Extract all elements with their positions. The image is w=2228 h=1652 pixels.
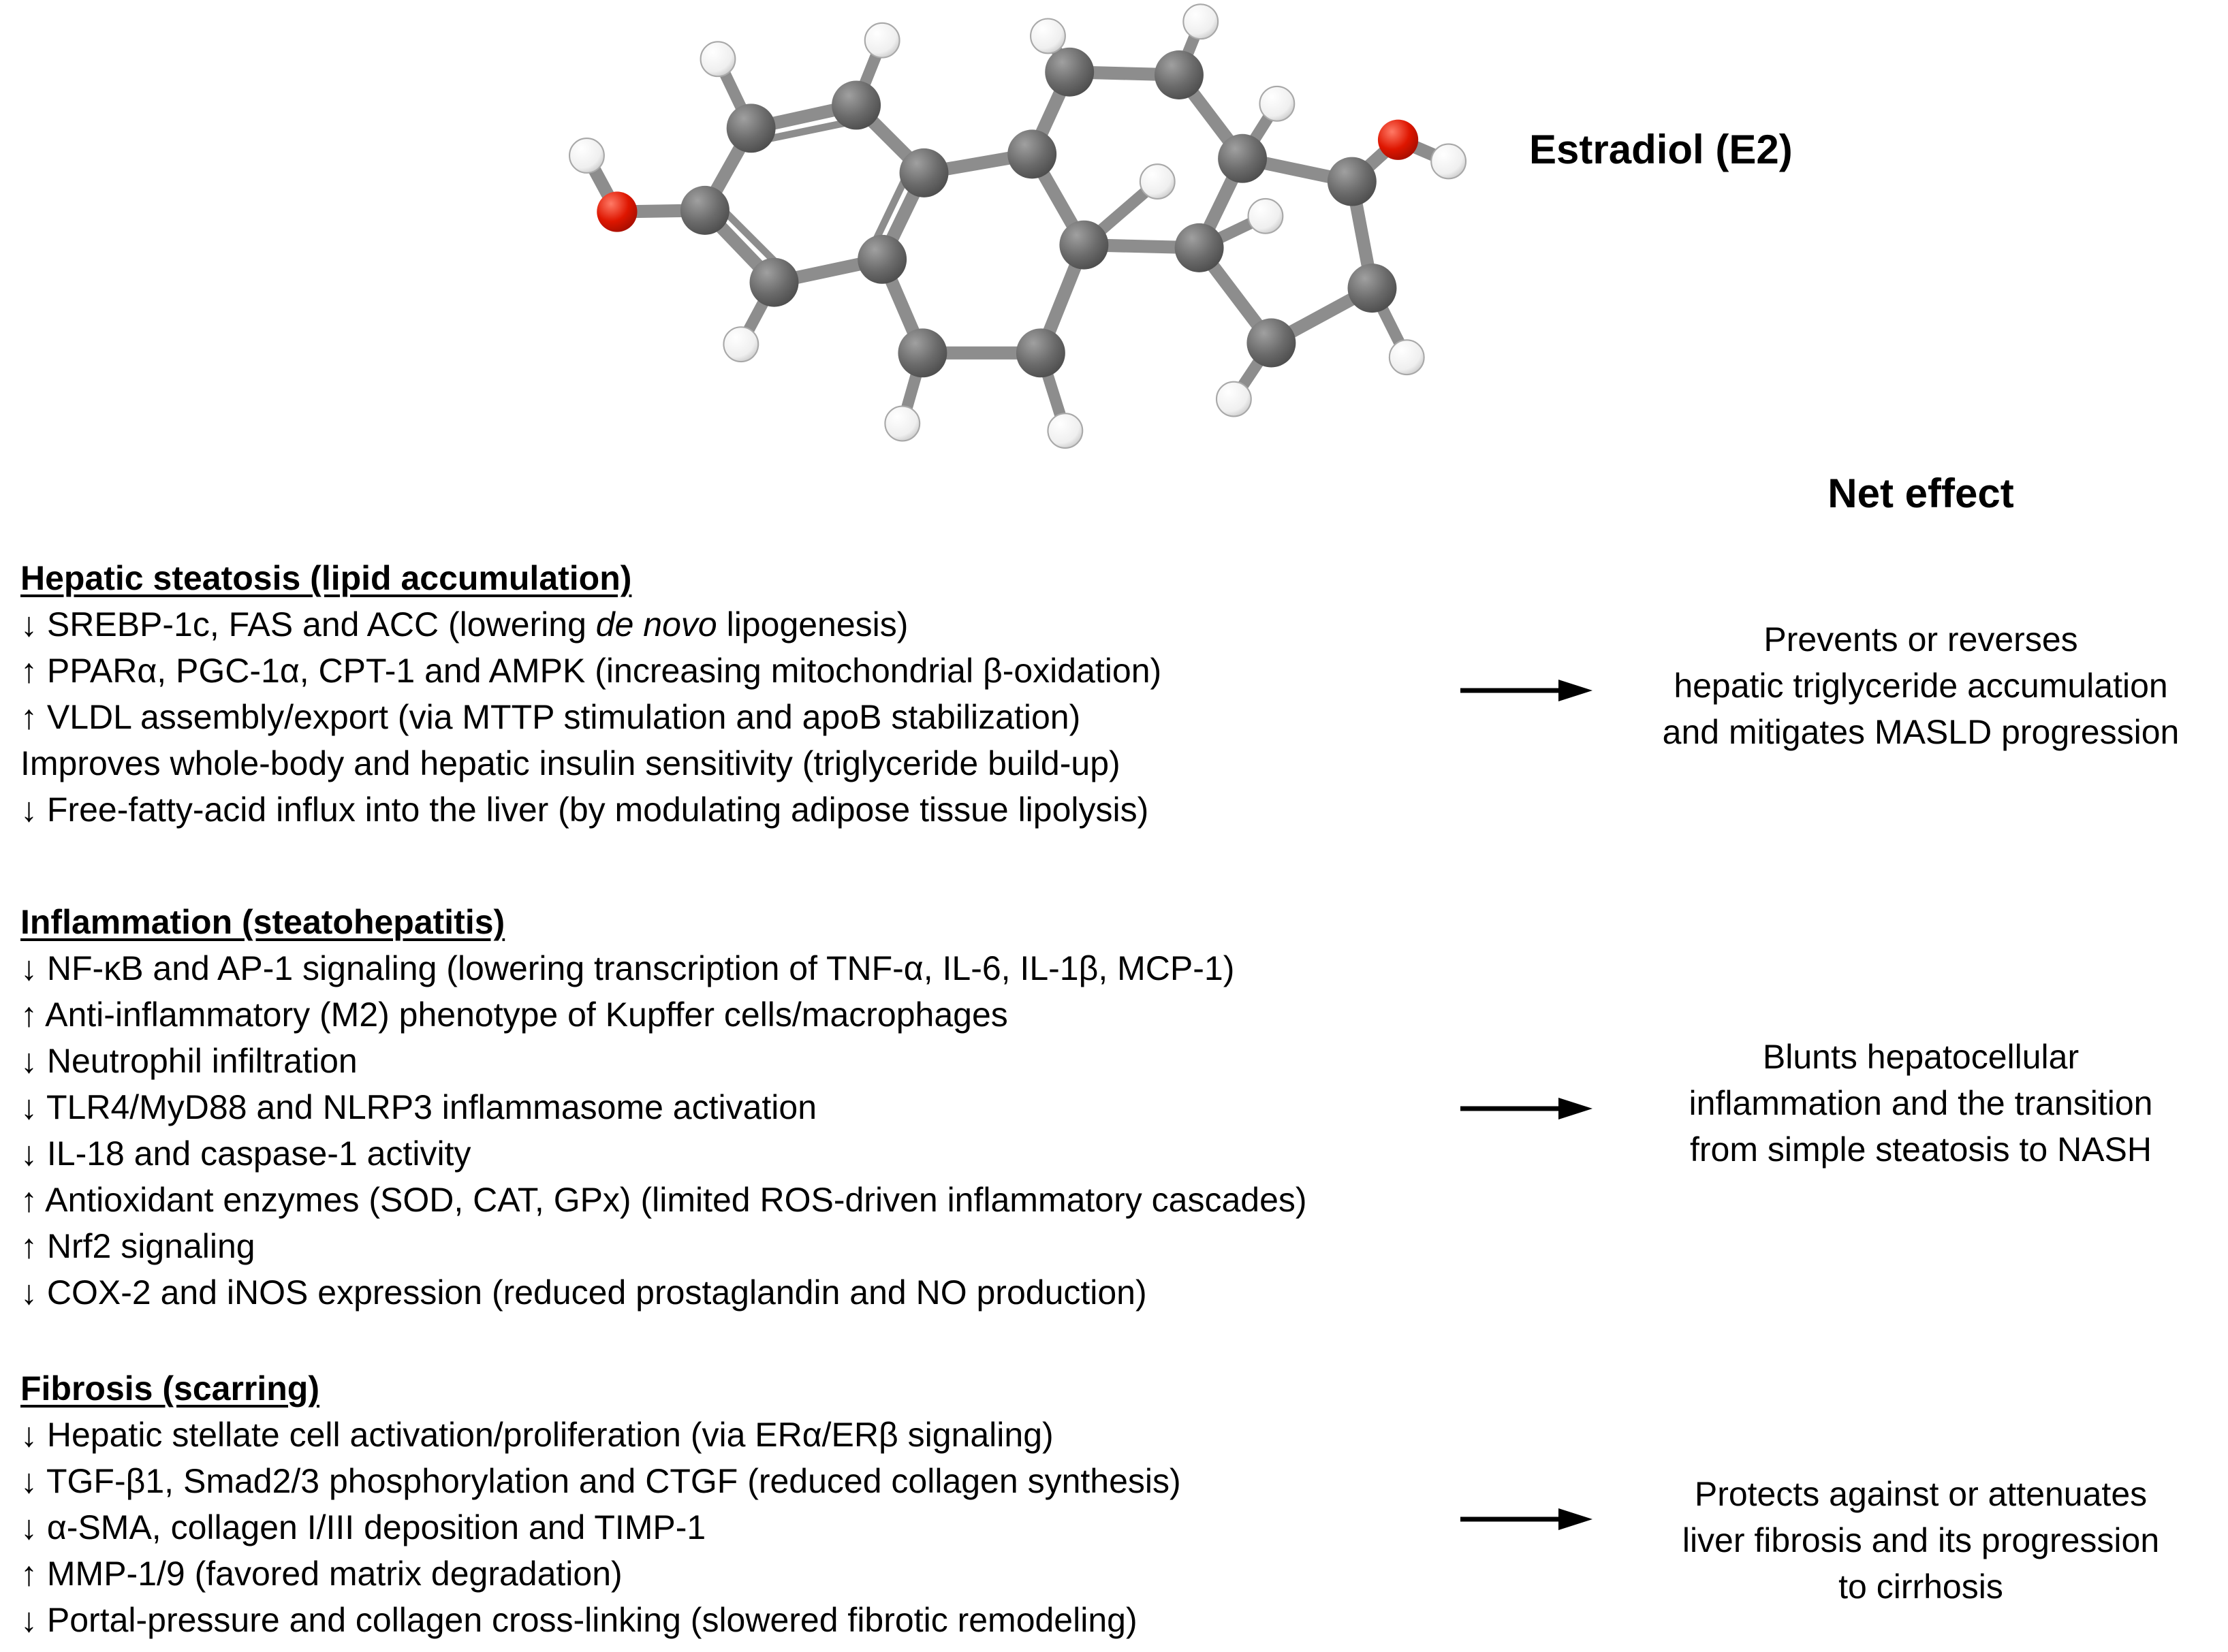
effect-line: ↓ Portal-pressure and collagen cross-lin… — [20, 1597, 1181, 1643]
effect-line: ↓ COX-2 and iNOS expression (reduced pro… — [20, 1269, 1307, 1316]
effect-line: ↓ SREBP-1c, FAS and ACC (lowering de nov… — [20, 601, 1161, 648]
net-effect-line: Blunts hepatocellular — [1762, 1038, 2080, 1076]
effect-line-text: ↑ PPARα, PGC-1α, CPT-1 and AMPK (increas… — [20, 652, 1162, 690]
section-hepatic-steatosis: Hepatic steatosis (lipid accumulation) ↓… — [20, 555, 1161, 833]
net-effect-steatosis: Prevents or reverses hepatic triglycerid… — [1614, 616, 2227, 755]
molecule-label: Estradiol (E2) — [1529, 127, 1793, 172]
effect-line: ↑ MMP-1/9 (favored matrix degradation) — [20, 1551, 1181, 1597]
effect-line-text: ↓ Free-fatty-acid influx into the liver … — [20, 791, 1149, 829]
estradiol-molecule — [569, 3, 1467, 449]
effect-line-text: ↓ SREBP-1c, FAS and ACC (lowering — [20, 605, 596, 644]
effect-line-text: ↑ MMP-1/9 (favored matrix degradation) — [20, 1555, 623, 1593]
arrow-right-icon — [1458, 676, 1594, 705]
effect-line-text: ↓ IL-18 and caspase-1 activity — [20, 1134, 471, 1173]
oxygen-atoms — [597, 119, 1419, 232]
effect-line: ↓ Neutrophil infiltration — [20, 1038, 1307, 1084]
effect-line: ↓ TLR4/MyD88 and NLRP3 inflammasome acti… — [20, 1084, 1307, 1130]
effect-line-text: ↑ VLDL assembly/export (via MTTP stimula… — [20, 698, 1081, 736]
effect-line: ↓ Hepatic stellate cell activation/proli… — [20, 1412, 1181, 1458]
section-heading: Hepatic steatosis (lipid accumulation) — [20, 559, 632, 597]
effect-line: Improves whole-body and hepatic insulin … — [20, 740, 1161, 787]
section-inflammation: Inflammation (steatohepatitis) ↓ NF-κB a… — [20, 899, 1307, 1316]
net-effect-line: Protects against or attenuates — [1694, 1475, 2148, 1513]
net-effect-line: and mitigates MASLD progression — [1662, 713, 2180, 751]
net-effect-line: to cirrhosis — [1838, 1568, 2003, 1606]
effect-line: ↑ Anti-inflammatory (M2) phenotype of Ku… — [20, 991, 1307, 1038]
effect-line-text: ↑ Nrf2 signaling — [20, 1227, 255, 1265]
net-effect-header: Net effect — [1827, 471, 2014, 516]
effect-line: ↑ Nrf2 signaling — [20, 1223, 1307, 1269]
effect-line: ↑ PPARα, PGC-1α, CPT-1 and AMPK (increas… — [20, 648, 1161, 694]
section-heading: Inflammation (steatohepatitis) — [20, 903, 505, 941]
effect-line: ↓ TGF-β1, Smad2/3 phosphorylation and CT… — [20, 1458, 1181, 1504]
net-effect-inflammation: Blunts hepatocellular inflammation and t… — [1614, 1034, 2227, 1173]
effect-line-text: ↓ Neutrophil infiltration — [20, 1042, 358, 1080]
effect-line-text: ↓ TGF-β1, Smad2/3 phosphorylation and CT… — [20, 1462, 1181, 1500]
effect-line: ↓ NF-κB and AP-1 signaling (lowering tra… — [20, 945, 1307, 991]
effect-line-text: ↓ Portal-pressure and collagen cross-lin… — [20, 1601, 1137, 1639]
net-effect-line: inflammation and the transition — [1689, 1084, 2153, 1122]
net-effect-fibrosis: Protects against or attenuates liver fib… — [1614, 1471, 2227, 1610]
effect-line-text: ↓ COX-2 and iNOS expression (reduced pro… — [20, 1273, 1147, 1312]
effect-line-text: ↓ α-SMA, collagen I/III deposition and T… — [20, 1508, 706, 1546]
effect-line: ↓ Free-fatty-acid influx into the liver … — [20, 787, 1161, 833]
effect-line: ↑ Antioxidant enzymes (SOD, CAT, GPx) (l… — [20, 1177, 1307, 1223]
net-effect-line: Prevents or reverses — [1763, 620, 2078, 658]
effect-line-text: ↑ Antioxidant enzymes (SOD, CAT, GPx) (l… — [20, 1181, 1307, 1219]
arrow-right-icon — [1458, 1504, 1594, 1534]
effect-line-text: ↓ NF-κB and AP-1 signaling (lowering tra… — [20, 949, 1235, 987]
effect-line-text: ↑ Anti-inflammatory (M2) phenotype of Ku… — [20, 996, 1008, 1034]
effect-line-text: lipogenesis) — [717, 605, 909, 644]
effect-line-italic: de novo — [595, 605, 717, 644]
effect-line-text: Improves whole-body and hepatic insulin … — [20, 744, 1120, 782]
effect-line: ↓ α-SMA, collagen I/III deposition and T… — [20, 1504, 1181, 1551]
arrow-right-icon — [1458, 1094, 1594, 1124]
net-effect-line: hepatic triglyceride accumulation — [1674, 667, 2168, 705]
effect-line-text: ↓ Hepatic stellate cell activation/proli… — [20, 1416, 1054, 1454]
effect-line: ↑ VLDL assembly/export (via MTTP stimula… — [20, 694, 1161, 740]
effect-line-text: ↓ TLR4/MyD88 and NLRP3 inflammasome acti… — [20, 1088, 817, 1126]
hydrogen-atoms — [569, 3, 1467, 449]
section-heading: Fibrosis (scarring) — [20, 1369, 319, 1408]
net-effect-line: from simple steatosis to NASH — [1690, 1130, 2152, 1169]
net-effect-line: liver fibrosis and its progression — [1682, 1521, 2160, 1559]
carbon-atoms — [680, 47, 1397, 378]
effect-line: ↓ IL-18 and caspase-1 activity — [20, 1130, 1307, 1177]
section-fibrosis: Fibrosis (scarring) ↓ Hepatic stellate c… — [20, 1365, 1181, 1643]
